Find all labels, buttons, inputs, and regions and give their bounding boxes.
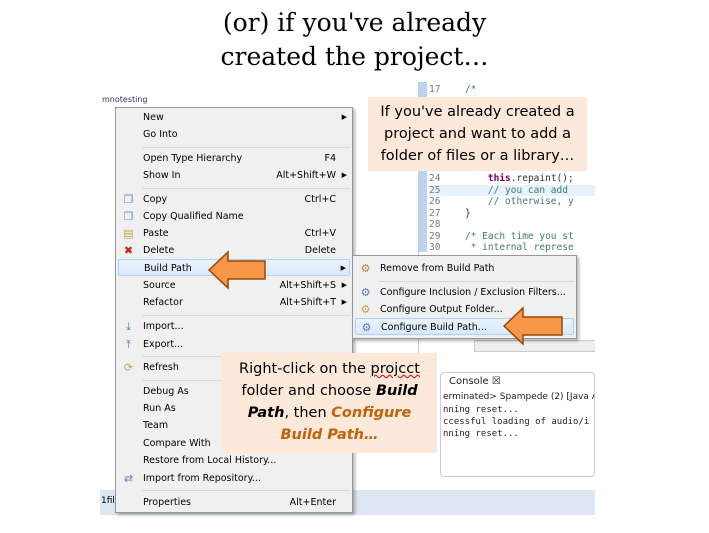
menu-item-import-from-repository[interactable]: ⇄Import from Repository... [123,472,261,485]
callout-text: project and want to add a [383,126,571,142]
build-path-icon: ⚙ [360,262,371,275]
menu-item-restore-local-history[interactable]: Restore from Local History... [143,455,277,466]
arrow-pointer-build-path [207,250,266,290]
paste-icon: ▤ [123,227,134,240]
export-icon: ⤒ [126,338,131,351]
menu-item-debug-as[interactable]: Debug As [143,386,189,397]
filter-icon: ⚙ [360,286,371,299]
arrow-pointer-configure-build-path [502,306,563,346]
submenu-item-configure-output-folder[interactable]: ⚙Configure Output Folder... [360,303,503,316]
menu-separator [379,281,574,282]
menu-separator [142,147,350,148]
build-path-config-icon: ⚙ [361,321,372,334]
import-icon: ⤓ [126,320,131,333]
menu-separator [142,315,350,316]
callout-top: If you've already created a project and … [368,97,587,171]
submenu-item-remove-from-build-path[interactable]: ⚙Remove from Build Path [360,262,495,275]
refresh-icon: ⟳ [123,361,134,374]
callout-text: folder of files or a library… [380,148,575,164]
menu-item-import[interactable]: ⤓Import... [118,318,350,335]
code-line: 26 // otherwise, y [429,196,574,207]
callout-text: Configure [331,405,412,421]
code-line: 27} [429,207,471,219]
code-line: 17/* [429,84,477,95]
callout-text: Build [375,383,418,399]
copy-icon: ❐ [123,193,134,206]
slide-title-line1: (or) if you've already [222,8,487,37]
close-icon[interactable]: ☒ [491,376,501,387]
menu-separator [142,188,350,189]
callout-bottom: Right-click on the projcct folder and ch… [222,353,437,453]
menu-item-copy-qualified-name[interactable]: ❐Copy Qualified Name [123,210,244,223]
callout-text: Right-click on the [239,361,371,377]
copy-qualified-icon: ❐ [123,210,134,223]
submenu-item-configure-filters[interactable]: ⚙Configure Inclusion / Exclusion Filters… [360,286,566,299]
menu-item-new[interactable]: New▶ [143,112,347,123]
callout-text: If you've already created a [380,104,575,120]
code-line: 29/* Each time you st [429,230,574,242]
code-line: 25 // you can add [429,184,595,196]
console-line: nning reset... [443,429,519,439]
repository-icon: ⇄ [123,472,134,485]
package-explorer: mnotesting [100,95,148,515]
menu-item-team[interactable]: Team [143,420,169,431]
console-line: nning reset... [443,405,519,415]
folder-icon: ⚙ [360,303,371,316]
console-tab[interactable]: Console ☒ [449,376,501,387]
menu-separator [142,490,350,491]
delete-icon: ✖ [123,244,134,257]
code-line: 30 * internal represe [429,242,574,253]
editor-horizontal-scrollbar[interactable] [474,340,595,352]
callout-text: Path [247,405,285,421]
menu-item-compare-with[interactable]: Compare With [143,438,211,449]
slide-title-line2: created the project… [220,42,489,71]
code-line: 24 this.repaint(); [429,173,574,184]
menu-item-go-into[interactable]: Go Into [143,129,178,140]
console-line: ccessful loading of audio/i [443,417,590,427]
callout-text: projcct [370,361,420,377]
callout-text: folder and choose [241,383,376,399]
callout-text: , then [284,405,332,421]
menu-item-export[interactable]: ⤒Export... [118,336,350,353]
callout-text: Build Path… [280,427,379,443]
console-view: Console ☒ erminated> Spampede (2) [Java … [440,372,595,477]
code-line: 28 [429,219,441,230]
menu-item-run-as[interactable]: Run As [143,403,176,414]
tree-item[interactable]: mnotesting [102,95,148,104]
console-header: erminated> Spampede (2) [Java Appl [443,392,594,402]
menu-item-refresh[interactable]: ⟳Refresh [123,361,179,374]
